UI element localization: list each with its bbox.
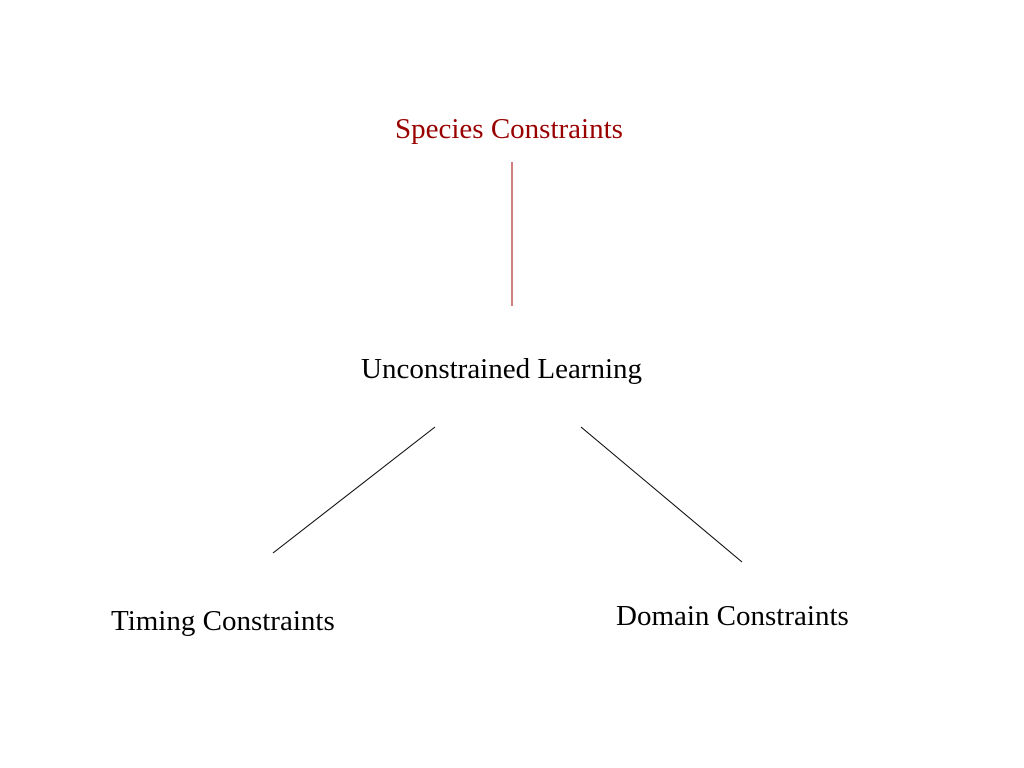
edge-unconstrained-to-timing	[272, 426, 436, 554]
node-domain-constraints: Domain Constraints	[616, 600, 849, 632]
node-unconstrained-learning: Unconstrained Learning	[361, 353, 643, 385]
node-timing-constraints: Timing Constraints	[111, 605, 335, 637]
edge-unconstrained-to-domain	[580, 426, 743, 563]
node-species-constraints: Species Constraints	[395, 113, 623, 145]
